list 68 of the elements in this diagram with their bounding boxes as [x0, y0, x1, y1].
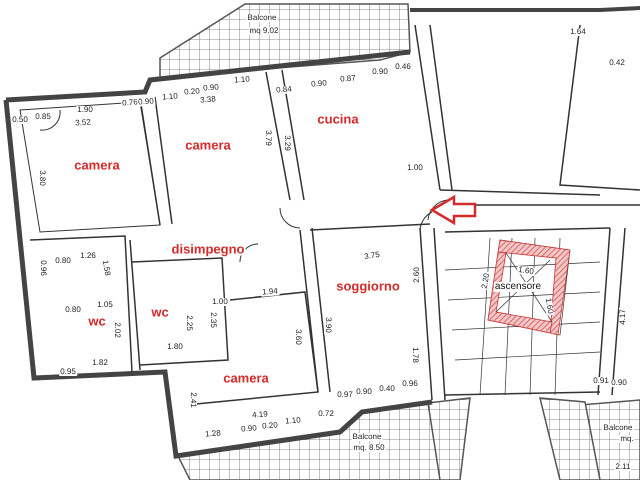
dimension-label: 0.91 [592, 377, 610, 385]
dimension-label: 1.10 [232, 75, 252, 85]
dimension-label: 2.35 [209, 311, 217, 329]
dimension-label: 0.80 [54, 257, 72, 265]
dimension-label: 0.84 [274, 85, 294, 95]
dimension-label: 1.78 [411, 346, 419, 364]
dimension-label: 0.20 [260, 421, 280, 431]
dimension-label: 1.10 [284, 416, 302, 426]
dimension-label: 1.05 [96, 301, 114, 309]
dimension-label: 3.38 [198, 95, 218, 105]
dimension-label: 0.90 [310, 79, 328, 89]
dimension-label: 2.60 [413, 266, 421, 284]
room-label: disimpegno [170, 242, 246, 256]
dimension-label: 2.02 [113, 321, 121, 339]
dimension-label: 0.96 [39, 259, 47, 277]
room-label: ascensore [494, 282, 542, 292]
area-label: Balcone [352, 433, 382, 441]
dimension-label: 0.40 [378, 385, 396, 393]
dimension-label: 0.20 [182, 87, 202, 97]
dimension-label: 0.80 [64, 306, 82, 314]
dimension-label: 0.90 [202, 83, 220, 93]
dimension-label: 0.90 [136, 97, 156, 107]
dimension-label: 1.58 [100, 258, 112, 278]
dimension-label: 0.90 [355, 388, 373, 396]
area-label: mq 9.02 [248, 27, 280, 35]
dimension-label: 1.26 [79, 252, 97, 260]
dimension-label: 1.90 [76, 106, 94, 114]
dimension-label: 1.10 [160, 92, 180, 102]
dimension-label: 2.20 [480, 272, 492, 290]
dimension-label: 0.87 [338, 74, 358, 84]
dimension-label: 1.00 [406, 164, 424, 172]
dimension-label: 0.95 [59, 368, 77, 376]
area-label: Balcone [246, 14, 278, 22]
dimension-label: 1.82 [91, 359, 109, 367]
dimension-label: 1.60 [516, 266, 536, 276]
dimension-label: 0.42 [608, 59, 626, 67]
dimension-label: 0.50 [11, 116, 29, 124]
room-label: soggiorno [335, 280, 401, 292]
dimension-label: 1.80 [166, 343, 184, 351]
dimension-label: 3.80 [38, 169, 46, 187]
dimension-label: 4.19 [250, 410, 270, 420]
dimension-label: 1.00 [211, 298, 229, 306]
dimension-label: 1.28 [204, 429, 222, 439]
dimension-label: 0.72 [317, 410, 335, 418]
dimension-label: 3.90 [324, 316, 332, 334]
area-label: mq. 8.50 [352, 444, 386, 452]
dimension-label: 3.29 [283, 134, 291, 152]
dimension-label: 3.75 [362, 250, 382, 262]
room-label: cucina [316, 112, 360, 126]
dimension-label: 0.97 [336, 391, 354, 399]
dimension-label: 1.64 [569, 28, 587, 36]
dimension-label: 2.25 [185, 314, 193, 332]
dimension-label: 0.90 [610, 379, 628, 387]
dimension-label: 2.11 [614, 463, 632, 471]
dimension-label: 0.76 [120, 98, 140, 108]
dimension-label: 0.96 [401, 380, 419, 388]
dimension-label: 3.52 [74, 118, 92, 128]
dimension-label: 2.41 [189, 391, 197, 409]
dimension-label: 3.79 [264, 129, 272, 147]
area-label: Balcone [602, 424, 634, 432]
dimension-label: 0.90 [240, 424, 258, 434]
dimension-label: 0.85 [34, 113, 52, 121]
dimension-label: 0.90 [371, 68, 389, 76]
area-label: mq. [619, 435, 635, 443]
dimension-label: 3.60 [294, 328, 302, 346]
dimension-label: 1.94 [260, 287, 280, 297]
dimension-label: 4.17 [619, 308, 627, 326]
dimension-label: 0.46 [394, 63, 412, 71]
